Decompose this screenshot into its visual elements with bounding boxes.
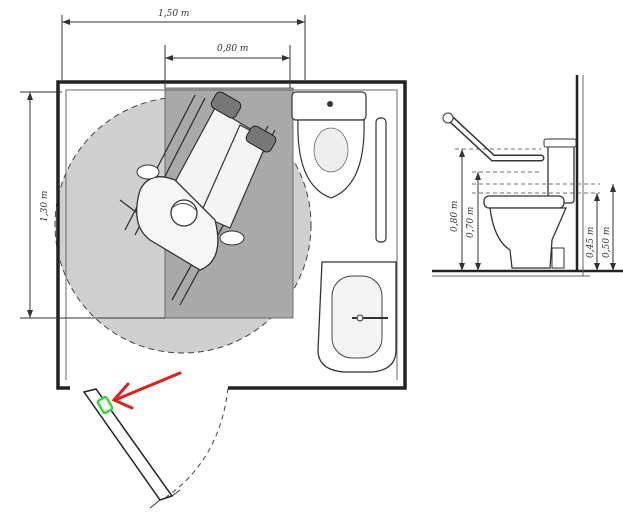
- toilet-elevation: [483, 138, 577, 269]
- dimension-height-label: 1,30 m: [40, 191, 50, 222]
- dimension-height: 1,30 m: [20, 91, 165, 319]
- dimension-width-total-label: 1,50 m: [158, 9, 189, 19]
- elev-tank-height-label: 0,50 m: [602, 227, 612, 258]
- elev-lower-bar-height-label: 0,70 m: [466, 207, 476, 238]
- inner-wall-line: [65, 89, 398, 380]
- red-arrow: [111, 371, 182, 410]
- grab-bar-plan: [375, 117, 387, 243]
- plan-view: 1,50 m 0,80 m 1,30 m: [20, 9, 407, 509]
- wheelchair-user-sketch: [119, 91, 277, 306]
- dimension-width-transfer-label: 0,80 m: [217, 44, 248, 54]
- sink-plan: [317, 261, 397, 373]
- elev-grab-bar-height-label: 0,80 m: [450, 201, 460, 232]
- door: [82, 387, 229, 509]
- elev-seat-height-label: 0,45 m: [586, 227, 596, 258]
- dimension-width-total: 1,50 m: [61, 9, 306, 80]
- grab-bar-elevation: [442, 112, 545, 162]
- door-handle-highlight: [96, 395, 114, 415]
- door-swing-arc: [164, 387, 229, 499]
- elevation-view: 0,80 m 0,70 m 0,45 m 0,50 m: [432, 75, 623, 277]
- room-walls: [56, 80, 407, 390]
- dimension-width-transfer: 0,80 m: [164, 44, 291, 88]
- elevation-dimension-lines: [461, 149, 614, 271]
- toilet-plan: [291, 91, 367, 199]
